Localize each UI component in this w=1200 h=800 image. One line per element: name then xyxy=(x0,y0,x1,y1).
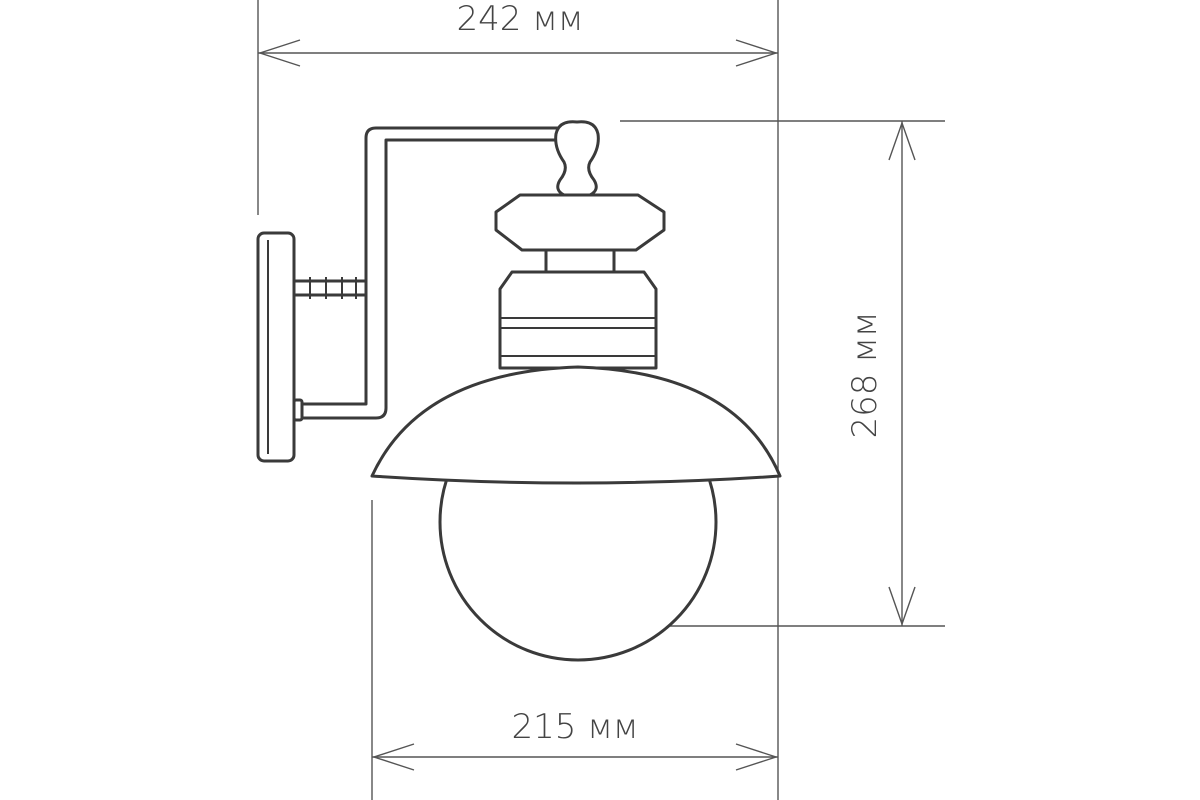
height-label: 268 мм xyxy=(845,311,885,438)
arrowhead-bottom xyxy=(888,586,916,627)
shade-width-label: 215 мм xyxy=(511,707,638,747)
overall-width-label: 242 мм xyxy=(456,0,583,39)
wall-plate xyxy=(256,231,296,463)
finial xyxy=(554,120,600,197)
wall-lamp xyxy=(256,120,782,662)
arrowhead-shade-left xyxy=(371,743,415,771)
neck xyxy=(544,248,616,274)
dimension-height: 268 мм xyxy=(620,120,945,627)
arrowhead-right xyxy=(735,39,779,67)
lamp-shade xyxy=(370,365,782,485)
threaded-rod xyxy=(292,277,368,299)
arrowhead-top xyxy=(888,120,916,161)
mounting-screw xyxy=(292,398,304,422)
arrowhead-left xyxy=(257,39,301,67)
dimension-shade-width: 215 мм xyxy=(371,425,779,800)
dimension-overall-width: 242 мм xyxy=(257,0,779,425)
arrowhead-shade-right xyxy=(735,743,779,771)
lamp-body xyxy=(498,270,658,370)
top-cap xyxy=(494,193,666,252)
